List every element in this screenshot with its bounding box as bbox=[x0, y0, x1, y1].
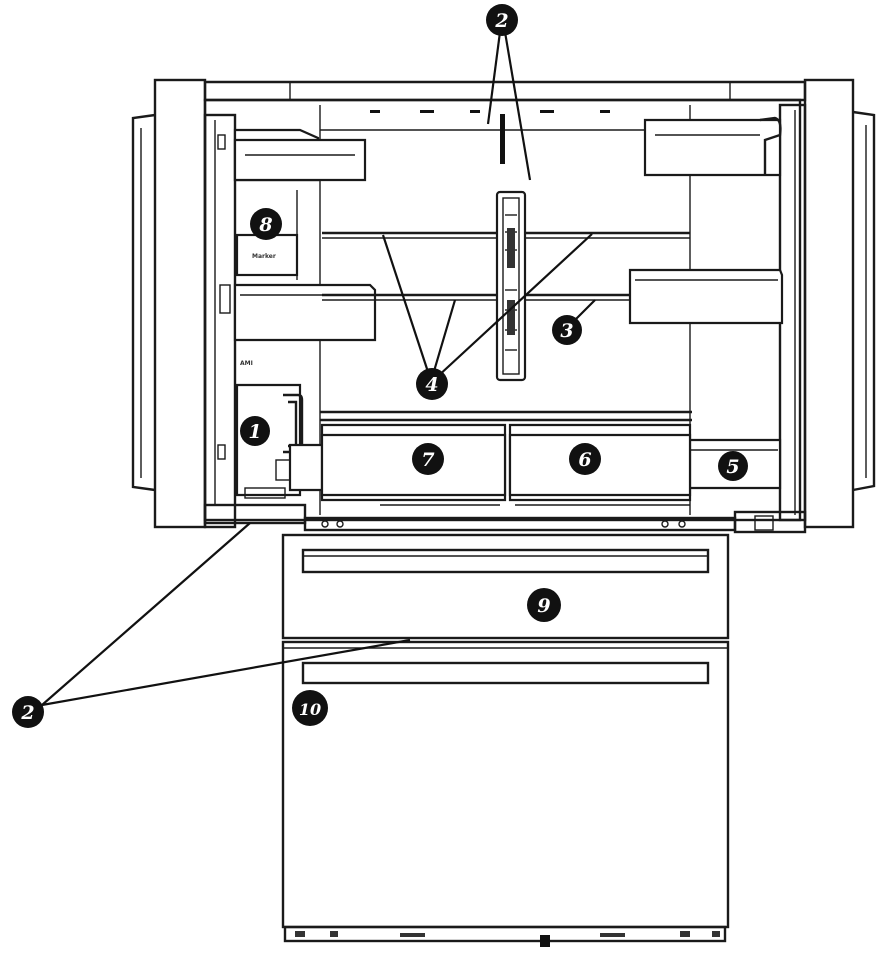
top-light-bar bbox=[500, 114, 505, 164]
callout-6: 6 bbox=[569, 443, 601, 475]
svg-text:3: 3 bbox=[560, 320, 573, 342]
callout-8: 8 bbox=[250, 208, 282, 240]
callout-2-top: 2 bbox=[486, 4, 518, 36]
base-grille bbox=[283, 925, 727, 947]
svg-text:6: 6 bbox=[578, 449, 591, 471]
left-door-bins: Marker AMI bbox=[233, 128, 377, 499]
callout-5: 5 bbox=[718, 451, 748, 481]
svg-text:4: 4 bbox=[425, 374, 438, 396]
callout-7: 7 bbox=[412, 443, 444, 475]
crisper-drawers bbox=[320, 423, 692, 506]
svg-text:7: 7 bbox=[421, 449, 434, 471]
callout-1: 1 bbox=[240, 416, 270, 446]
svg-text:2: 2 bbox=[20, 702, 34, 724]
top-vent-marks bbox=[370, 110, 610, 113]
callout-10: 10 bbox=[292, 690, 328, 726]
right-door bbox=[733, 78, 876, 534]
door-bin-label: Marker bbox=[252, 253, 276, 260]
svg-text:10: 10 bbox=[299, 700, 321, 719]
callout-2-bottom: 2 bbox=[12, 696, 44, 728]
callout-9: 9 bbox=[527, 588, 561, 622]
svg-text:1: 1 bbox=[248, 421, 261, 443]
dispenser-area bbox=[235, 383, 302, 497]
svg-text:9: 9 bbox=[537, 595, 550, 617]
hinge-bar bbox=[303, 516, 737, 532]
leader-lines bbox=[41, 31, 596, 707]
freezer-drawer-upper bbox=[281, 533, 730, 640]
center-air-column bbox=[495, 190, 527, 382]
callout-3: 3 bbox=[552, 315, 582, 345]
svg-text:2: 2 bbox=[494, 10, 508, 32]
callout-4: 4 bbox=[416, 368, 448, 400]
freezer-drawer-lower bbox=[281, 640, 730, 929]
small-tag-label: AMI bbox=[240, 360, 253, 367]
svg-text:5: 5 bbox=[726, 456, 739, 478]
svg-text:8: 8 bbox=[258, 214, 272, 236]
